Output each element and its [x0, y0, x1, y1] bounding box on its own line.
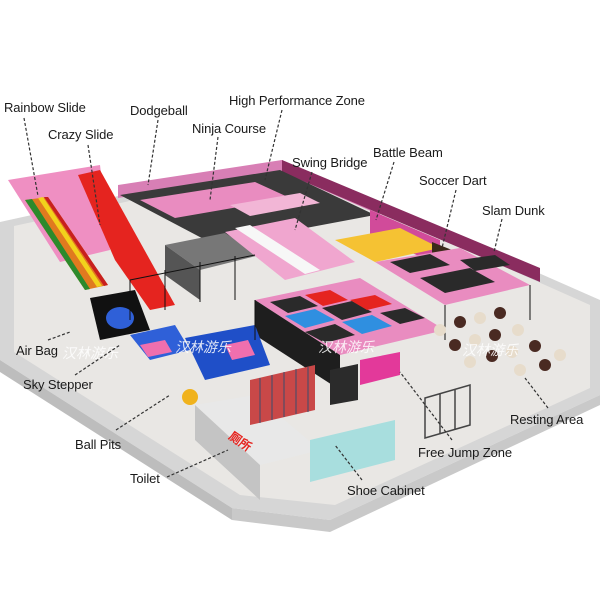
label-soccer-dart: Soccer Dart — [419, 173, 487, 188]
watermark: 汉林游乐 — [62, 345, 119, 361]
slam-dunk-bed-1 — [390, 254, 450, 273]
leader-shoe-cabinet — [334, 444, 363, 481]
swing-bridge-beam — [235, 225, 320, 274]
battle-beam-pit — [335, 228, 440, 262]
leader-crazy-slide — [87, 144, 101, 226]
outer-wall-front-face — [0, 360, 232, 520]
resting-area-chairs — [434, 307, 566, 376]
free-jump-bed-7 — [342, 315, 392, 334]
shoe-cabinet — [310, 420, 395, 482]
free-jump-bed-4 — [322, 301, 372, 320]
ball-pit — [185, 325, 270, 380]
ball-pit-yellow-wheel — [182, 389, 198, 405]
leader-ninja-course — [209, 136, 219, 201]
locker-wall — [250, 365, 315, 425]
crazy-slide — [78, 170, 175, 310]
leader-toilet — [166, 449, 229, 478]
ball-pit-pink — [225, 340, 255, 360]
free-jump-bed-5 — [350, 295, 392, 310]
label-slam-dunk: Slam Dunk — [482, 203, 545, 218]
locker-grid — [259, 367, 309, 423]
ninja-course-side — [165, 245, 200, 300]
leader-battle-beam — [375, 161, 395, 221]
toilet-block-front — [195, 405, 260, 500]
leader-rainbow-slide — [23, 117, 39, 197]
leader-lines — [23, 109, 549, 481]
slam-dunk-bed-3 — [460, 255, 510, 271]
sky-stepper-pink — [140, 340, 172, 357]
label-rainbow-slide: Rainbow Slide — [4, 100, 86, 115]
reception-counter — [360, 352, 400, 385]
watermark: 汉林游乐 — [318, 339, 375, 355]
label-free-jump-zone: Free Jump Zone — [418, 445, 512, 460]
leader-sky-stepper — [74, 344, 121, 376]
watermark: 汉林游乐 — [462, 342, 519, 358]
rainbow-stripe-red — [44, 197, 108, 286]
label-air-bag: Air Bag — [16, 343, 58, 358]
label-swing-bridge: Swing Bridge — [292, 155, 368, 170]
label-shoe-cabinet: Shoe Cabinet — [347, 483, 425, 498]
outer-wall-right-face — [232, 395, 600, 532]
air-bag-mascot — [106, 307, 134, 329]
free-jump-bed-2 — [305, 290, 348, 306]
free-jump-bed-8 — [380, 308, 425, 324]
dodgeball-pink-frame — [140, 182, 290, 218]
label-crazy-slide: Crazy Slide — [48, 127, 114, 142]
label-ball-pits: Ball Pits — [75, 437, 122, 452]
label-battle-beam: Battle Beam — [373, 145, 443, 160]
label-dodgeball: Dodgeball — [130, 103, 188, 118]
watermark: 汉林游乐 — [175, 339, 232, 355]
free-jump-bed-3 — [285, 309, 335, 328]
ninja-course — [165, 233, 260, 270]
back-wall-right — [282, 160, 540, 282]
label-high-performance-zone: High Performance Zone — [229, 93, 365, 108]
rainbow-stripe-green — [25, 199, 90, 290]
free-jump-bed-1 — [270, 296, 318, 313]
toilet-block-top — [195, 395, 320, 465]
leader-air-bag — [47, 331, 71, 341]
label-sky-stepper: Sky Stepper — [23, 377, 93, 392]
slam-dunk-bed-2 — [420, 268, 495, 293]
leader-free-jump-zone — [399, 371, 453, 441]
hp-zone-pads — [230, 193, 320, 216]
label-toilet: Toilet — [130, 471, 160, 486]
free-jump-side — [255, 300, 340, 390]
safety-netting — [129, 254, 531, 340]
free-jump-bed-6 — [305, 324, 355, 343]
leader-resting-area — [524, 377, 549, 409]
label-resting-area: Resting Area — [510, 412, 584, 427]
entrance-doors — [424, 384, 471, 439]
rainbow-stripe-yellow — [38, 197, 102, 287]
leader-dodgeball — [147, 119, 159, 186]
stairs — [330, 364, 358, 405]
label-ninja-course: Ninja Course — [192, 121, 266, 136]
leader-high-performance-zone — [264, 109, 283, 181]
leader-swing-bridge — [294, 171, 313, 231]
leader-slam-dunk — [493, 218, 503, 253]
leader-ball-pits — [115, 394, 171, 431]
